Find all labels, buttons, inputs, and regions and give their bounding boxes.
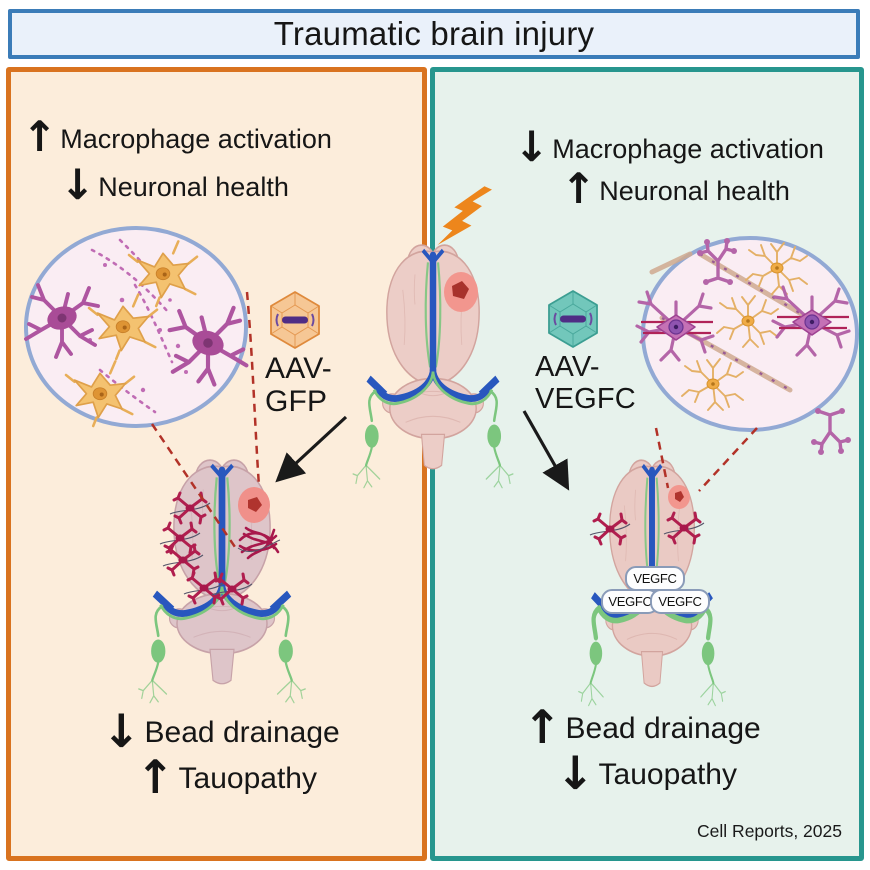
effect-label: Macrophage activation bbox=[552, 133, 824, 164]
effect-tauopathy-up: ↑ Tauopathy bbox=[136, 750, 317, 804]
effect-macrophage-activation-down: ↓ Macrophage activation bbox=[514, 122, 824, 171]
effect-neuronal-health-down: ↓ Neuronal health bbox=[60, 160, 289, 209]
vegfc-injury-site bbox=[668, 485, 690, 509]
tau-tangle-cluster bbox=[237, 526, 281, 560]
central-brain-illustration bbox=[353, 245, 513, 488]
effect-label: Tauopathy bbox=[178, 762, 317, 795]
down-arrow-icon: ↓ bbox=[102, 704, 141, 758]
up-arrow-icon: ↑ bbox=[561, 164, 597, 213]
effect-label: Neuronal health bbox=[599, 175, 790, 206]
left-inset-circle bbox=[24, 226, 246, 428]
effect-macrophage-activation-up: ↑ Macrophage activation bbox=[22, 112, 332, 161]
lightning-bolt-icon bbox=[437, 186, 492, 245]
aav-gfp-label: AAV- GFP bbox=[265, 352, 332, 418]
journal-credit: Cell Reports, 2025 bbox=[697, 821, 842, 841]
up-arrow-icon: ↑ bbox=[136, 750, 175, 804]
aav-gfp-label-line2: GFP bbox=[265, 385, 328, 418]
effect-label: Macrophage activation bbox=[60, 123, 332, 154]
gfp-arrow bbox=[275, 415, 348, 483]
down-arrow-icon: ↓ bbox=[60, 160, 96, 209]
aav-capsid-orange-icon bbox=[270, 291, 320, 349]
effect-tauopathy-down: ↓ Tauopathy bbox=[556, 746, 737, 800]
neuron-branch-ending bbox=[809, 406, 853, 457]
effect-label: Bead drainage bbox=[565, 712, 761, 745]
aav-vegfc-label-line2: VEGFC bbox=[535, 382, 636, 415]
aav-vegfc-label-line1: AAV- bbox=[535, 351, 600, 383]
vegfc-bubble: VEGFC bbox=[650, 589, 710, 614]
down-arrow-icon: ↓ bbox=[556, 746, 595, 800]
effect-label: Tauopathy bbox=[598, 758, 737, 791]
effect-neuronal-health-up: ↑ Neuronal health bbox=[561, 164, 790, 213]
right-inset-circle bbox=[635, 236, 859, 457]
vegfc-bubble: VEGFC bbox=[625, 566, 685, 591]
aav-vegfc-label: AAV- VEGFC bbox=[535, 351, 636, 416]
fragmented-axon-debris bbox=[90, 238, 174, 414]
vegfc-arrow bbox=[522, 410, 570, 491]
up-arrow-icon: ↑ bbox=[22, 112, 58, 161]
central-injury-site bbox=[444, 272, 478, 312]
effect-label: Neuronal health bbox=[98, 171, 289, 202]
effect-label: Bead drainage bbox=[144, 716, 340, 749]
aav-gfp-label-line1: AAV- bbox=[265, 352, 332, 385]
effect-bead-drainage-up: ↑ Bead drainage bbox=[523, 700, 761, 754]
injection-arrows bbox=[275, 410, 570, 491]
down-arrow-icon: ↓ bbox=[514, 122, 550, 171]
gfp-injury-site bbox=[238, 487, 270, 523]
up-arrow-icon: ↑ bbox=[523, 700, 562, 754]
title-banner: Traumatic brain injury bbox=[8, 9, 860, 59]
page-title: Traumatic brain injury bbox=[273, 15, 595, 52]
inset-pointer-dashes bbox=[150, 291, 758, 548]
aav-capsid-teal-icon bbox=[548, 290, 598, 348]
effect-bead-drainage-down: ↓ Bead drainage bbox=[102, 704, 340, 758]
